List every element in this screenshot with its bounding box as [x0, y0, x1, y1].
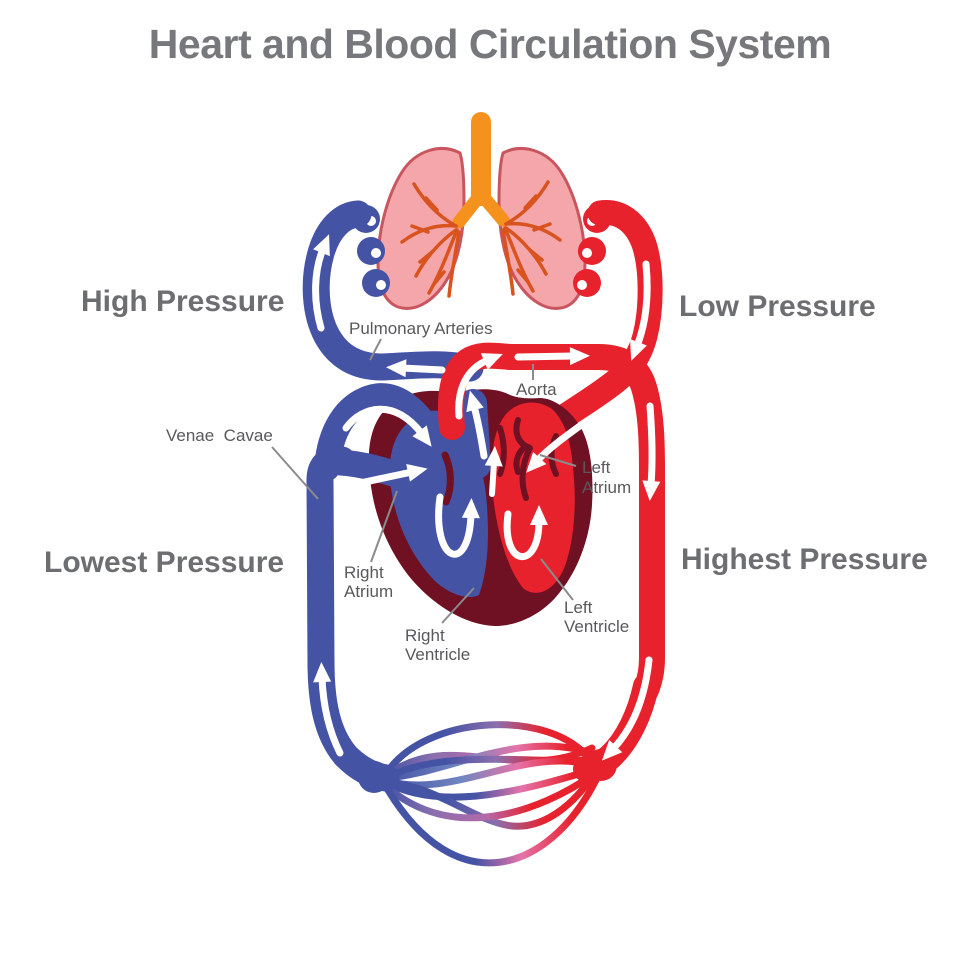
flow-arrow-right-ventricle	[435, 493, 480, 558]
bronchi-twig	[410, 224, 430, 234]
capillary-strand	[382, 766, 596, 801]
bronchi-branch	[504, 221, 562, 242]
right-bronchus	[474, 187, 510, 227]
flow-arrow-vena-cava-up	[313, 662, 344, 757]
label-low-pressure: Low Pressure	[679, 290, 876, 323]
bronchi-twig	[516, 268, 530, 284]
flow-arrow-aorta-root	[455, 353, 503, 420]
flow-arrow-pulmonary-vein-down	[630, 260, 651, 361]
capillary-strand	[382, 742, 598, 782]
valve-squiggle	[519, 445, 533, 501]
heart-valves	[441, 417, 559, 506]
valve-squiggle	[513, 417, 532, 475]
vena-cava-node	[358, 761, 390, 793]
aorta-group	[437, 342, 665, 703]
label-lowest-pressure: Lowest Pressure	[44, 546, 284, 579]
bronchi-branch	[412, 182, 458, 228]
bronchi-branch	[504, 180, 550, 226]
pulmonary-vein-vessel	[551, 200, 663, 430]
flow-arrow-left-atrium	[526, 419, 588, 473]
bronchi-branch	[501, 228, 515, 296]
label-right-atrium: Atrium	[344, 582, 393, 601]
bronchi-twig	[424, 196, 439, 212]
hilum-hole	[577, 280, 587, 290]
pointer-right-atrium	[370, 490, 398, 563]
bronchi-twig	[432, 270, 446, 286]
label-venae-cavae: Venae Cavae	[166, 426, 273, 445]
hilum-hole	[582, 248, 592, 258]
pointer-venae-cavae	[271, 446, 319, 500]
anatomy-labels: Pulmonary Arteries Aorta Venae Cavae Lef…	[166, 319, 631, 664]
pulmonary-vein-group	[551, 200, 663, 430]
label-left-atrium: Left	[582, 458, 611, 477]
bronchi-twig	[528, 248, 544, 262]
label-aorta: Aorta	[516, 380, 557, 399]
bronchi-twig	[532, 222, 552, 232]
bronchi-twig	[418, 250, 434, 264]
flow-arrow-pulmonary-outflow	[466, 390, 488, 460]
aorta-vessel	[437, 342, 665, 703]
aorta-node	[585, 749, 617, 781]
label-left-atrium: Atrium	[582, 478, 631, 497]
flow-arrow-descending-aorta	[642, 402, 661, 501]
page-title: Heart and Blood Circulation System	[149, 21, 831, 67]
flow-arrow-aortic-arch	[514, 347, 590, 366]
pointer-left-atrium	[539, 454, 577, 467]
flow-arrow-left-ventricle	[503, 505, 548, 560]
pointer-lines	[271, 338, 577, 624]
valve-squiggle	[497, 425, 507, 477]
pointer-left-ventricle	[540, 558, 574, 601]
label-left-ventricle: Ventricle	[564, 617, 629, 636]
inferior-vena-cava-vessel	[306, 446, 356, 680]
label-highest-pressure: Highest Pressure	[681, 543, 928, 576]
pressure-labels: High Pressure Low Pressure Lowest Pressu…	[44, 285, 928, 579]
flow-arrows	[312, 234, 661, 761]
capillary-node-venous	[358, 761, 390, 793]
pointer-pulmonary-arteries	[369, 338, 382, 361]
hilum-lobe	[578, 237, 606, 265]
bronchi-branch	[503, 226, 535, 293]
pointer-right-ventricle	[441, 587, 475, 624]
bronchi-branch	[400, 223, 458, 244]
capillary-bed	[382, 721, 600, 867]
hilum-hole	[371, 248, 381, 258]
bronchi-branch	[447, 230, 461, 298]
bronchi-twig	[523, 194, 538, 210]
capillary-node-arterial	[585, 749, 617, 781]
pulmonary-hilum-left-holes	[366, 216, 386, 290]
label-right-ventricle: Right	[405, 626, 445, 645]
flow-arrow-aorta-to-capillary	[601, 656, 653, 761]
trachea	[452, 112, 510, 229]
flow-arrow-svc-into-atrium	[342, 405, 432, 447]
title-group: Heart and Blood Circulation System	[149, 21, 832, 67]
label-right-ventricle: Ventricle	[405, 645, 470, 664]
label-pulmonary-arteries: Pulmonary Arteries	[349, 319, 493, 338]
hilum-lobe	[362, 269, 390, 297]
flow-arrow-pulmonary-loop-up	[312, 234, 330, 332]
flow-arrow-ivc-into-atrium	[342, 464, 428, 490]
label-high-pressure: High Pressure	[81, 285, 284, 318]
flow-arrow-aortic-valve	[484, 446, 503, 497]
valve-squiggle	[548, 433, 559, 477]
capillary-strand	[382, 772, 597, 830]
capillary-strand	[382, 721, 594, 778]
hilum-lobe	[573, 269, 601, 297]
bronchi-branch	[427, 228, 459, 295]
hilum-lobe	[357, 237, 385, 265]
label-left-ventricle: Left	[564, 598, 593, 617]
capillary-strand	[384, 776, 600, 867]
label-right-atrium: Right	[344, 563, 384, 582]
bronchial-tree	[400, 180, 562, 298]
flow-arrow-pulmonary-artery-left	[386, 359, 446, 378]
hilum-hole	[376, 280, 386, 290]
capillary-strand	[382, 770, 598, 822]
valve-squiggle	[441, 451, 454, 506]
